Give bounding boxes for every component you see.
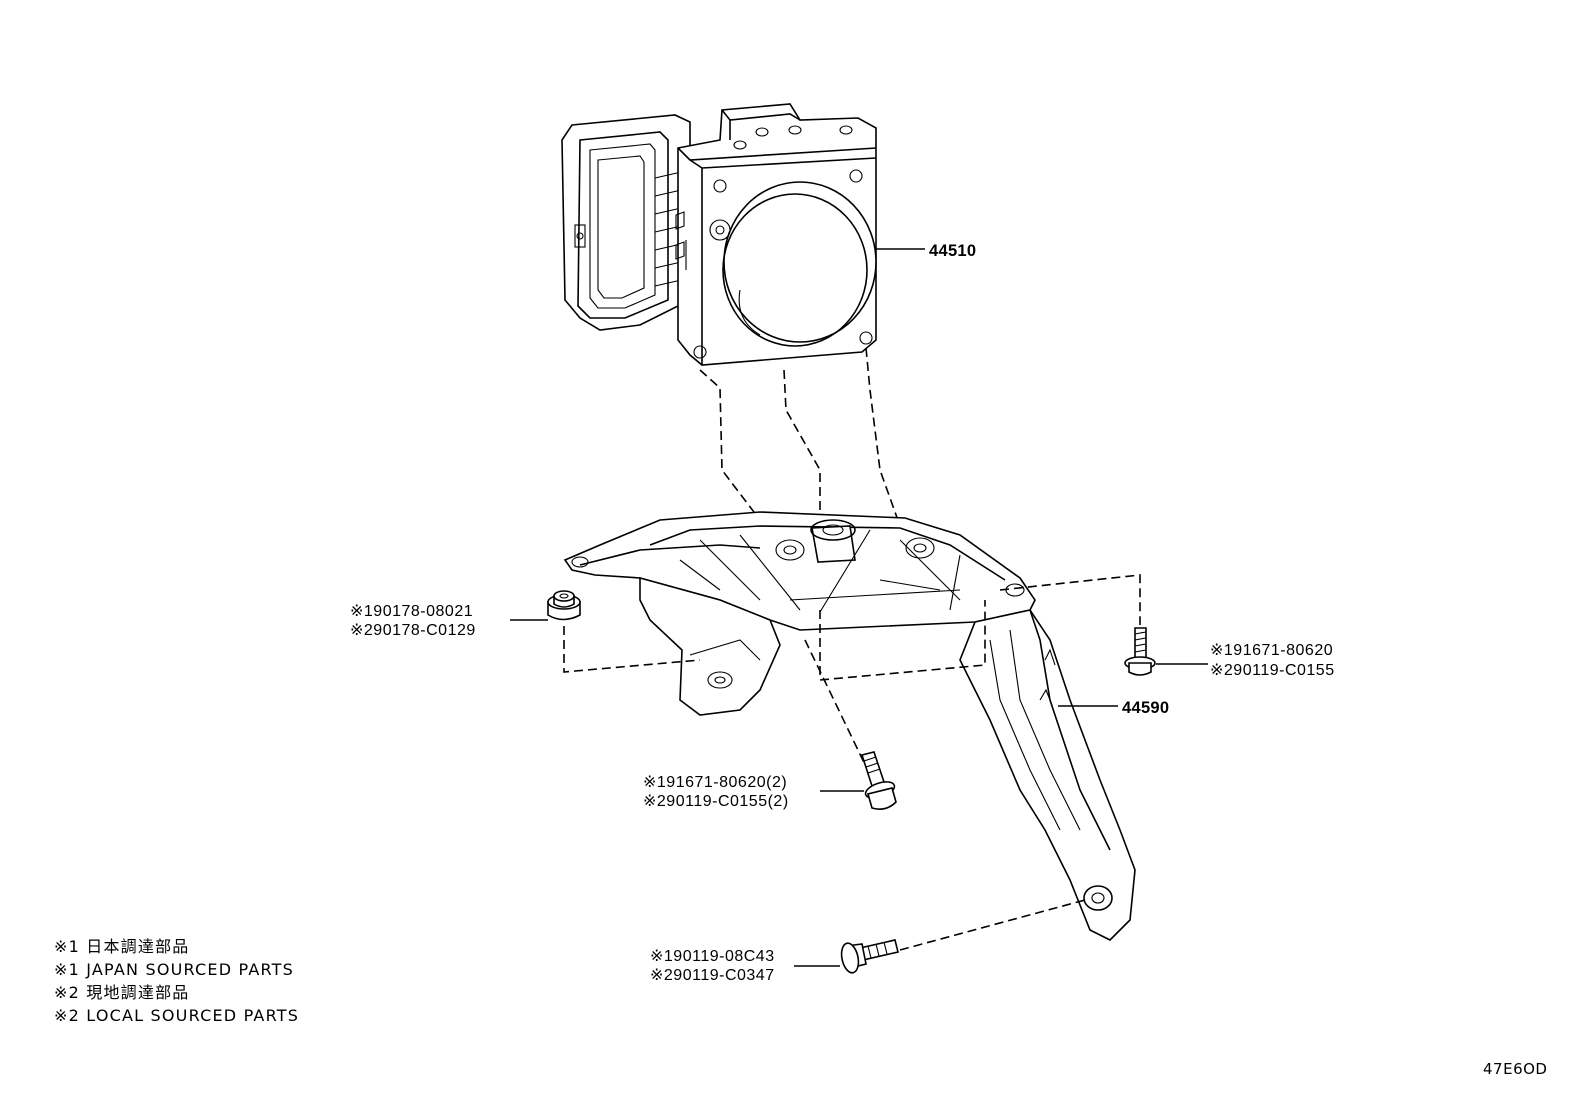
bracket-drawing[interactable] <box>563 511 1136 941</box>
flange-nut-icon[interactable] <box>547 590 581 621</box>
flange-bolt-right-icon[interactable] <box>1124 627 1156 676</box>
nut-code-1: ※190178-08021 <box>350 603 473 620</box>
legend-line-2: ※1 JAPAN SOURCED PARTS <box>54 960 294 979</box>
legend-line-1: ※1 日本調達部品 <box>54 937 189 956</box>
bolt-center-code-2: ※290119-C0155(2) <box>643 793 789 810</box>
flange-bolt-bottom-icon[interactable] <box>839 939 899 974</box>
part-number-44590: 44590 <box>1122 699 1169 717</box>
bolt-bottom-code-2: ※290119-C0347 <box>650 967 775 984</box>
nut-code-2: ※290178-C0129 <box>350 622 476 639</box>
bolt-right-code-1: ※191671-80620 <box>1210 642 1333 659</box>
bolt-right-code-2: ※290119-C0155 <box>1210 662 1335 679</box>
abs-actuator-drawing[interactable] <box>561 103 877 366</box>
bolt-center-code-1: ※191671-80620(2) <box>643 774 787 791</box>
flange-bolt-center-icon[interactable] <box>860 751 897 810</box>
diagram-code: 47E6OD <box>1483 1060 1547 1078</box>
legend-line-3: ※2 現地調達部品 <box>54 983 189 1002</box>
legend: ※1 日本調達部品 ※1 JAPAN SOURCED PARTS ※2 現地調達… <box>54 937 299 1025</box>
bolt-bottom-code-1: ※190119-08C43 <box>650 948 775 965</box>
part-number-44510: 44510 <box>929 242 976 260</box>
legend-line-4: ※2 LOCAL SOURCED PARTS <box>54 1006 299 1025</box>
